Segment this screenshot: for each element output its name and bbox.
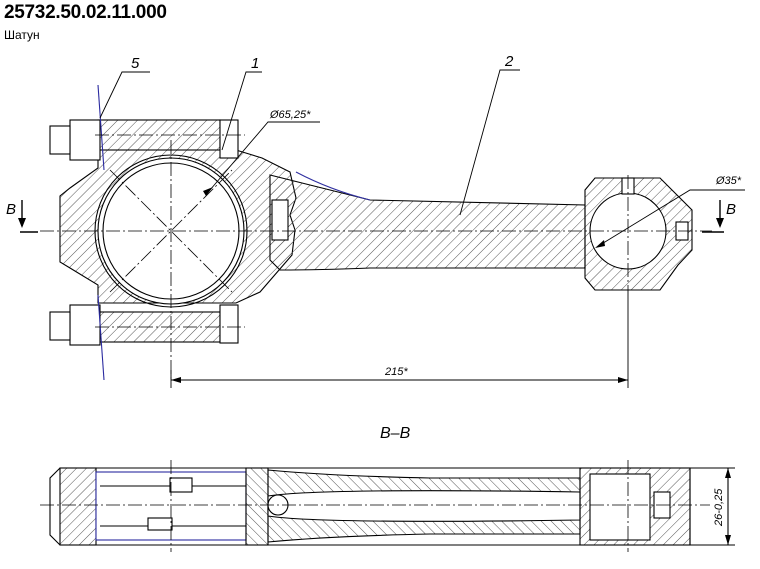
section-marker-left-label: B: [6, 201, 16, 218]
dim-big-bore: Ø65,25*: [269, 109, 311, 121]
center-lines: [40, 134, 712, 380]
callout-1: 1: [251, 55, 259, 72]
part-name: Шатун: [4, 28, 40, 42]
section-marker-right: [702, 200, 724, 233]
nut-top-end: [49, 125, 71, 155]
part-number: 25732.50.02.11.000: [4, 2, 167, 23]
leader-5: [99, 71, 150, 119]
section-title: B–B: [380, 425, 411, 442]
nut-bottom: [69, 304, 101, 346]
rod-shank: [269, 174, 586, 271]
side-oil-channel: [271, 199, 289, 241]
dim-arrows: [171, 187, 628, 383]
dim-width: 26-0,25: [713, 488, 725, 527]
callout-leaders: [99, 69, 745, 388]
section-marker-right-label: B: [726, 201, 736, 218]
fillet-outline: [295, 171, 371, 201]
leader-1: [221, 71, 262, 151]
callout-5: 5: [131, 55, 140, 72]
nut-top: [69, 119, 101, 161]
leader-big-bore: [209, 121, 320, 191]
section-view: [49, 467, 735, 546]
section-arrow-right: [716, 218, 724, 228]
section-center-line: [40, 460, 710, 552]
leader-small-bore: [599, 189, 745, 246]
lock-washer-top: [97, 84, 105, 171]
section-marker-left: [20, 200, 38, 233]
bolt-bottom-head: [219, 304, 239, 344]
dim-small-bore: Ø35*: [715, 175, 742, 187]
lock-washer-bottom: [97, 294, 105, 381]
callout-2: 2: [504, 53, 514, 70]
section-arrow-left: [18, 218, 26, 228]
bolt-top-head: [219, 119, 239, 159]
nut-bottom-end: [49, 311, 71, 341]
leader-2: [459, 69, 520, 216]
dim-center-distance: 215*: [384, 366, 408, 378]
front-view: [49, 84, 693, 381]
